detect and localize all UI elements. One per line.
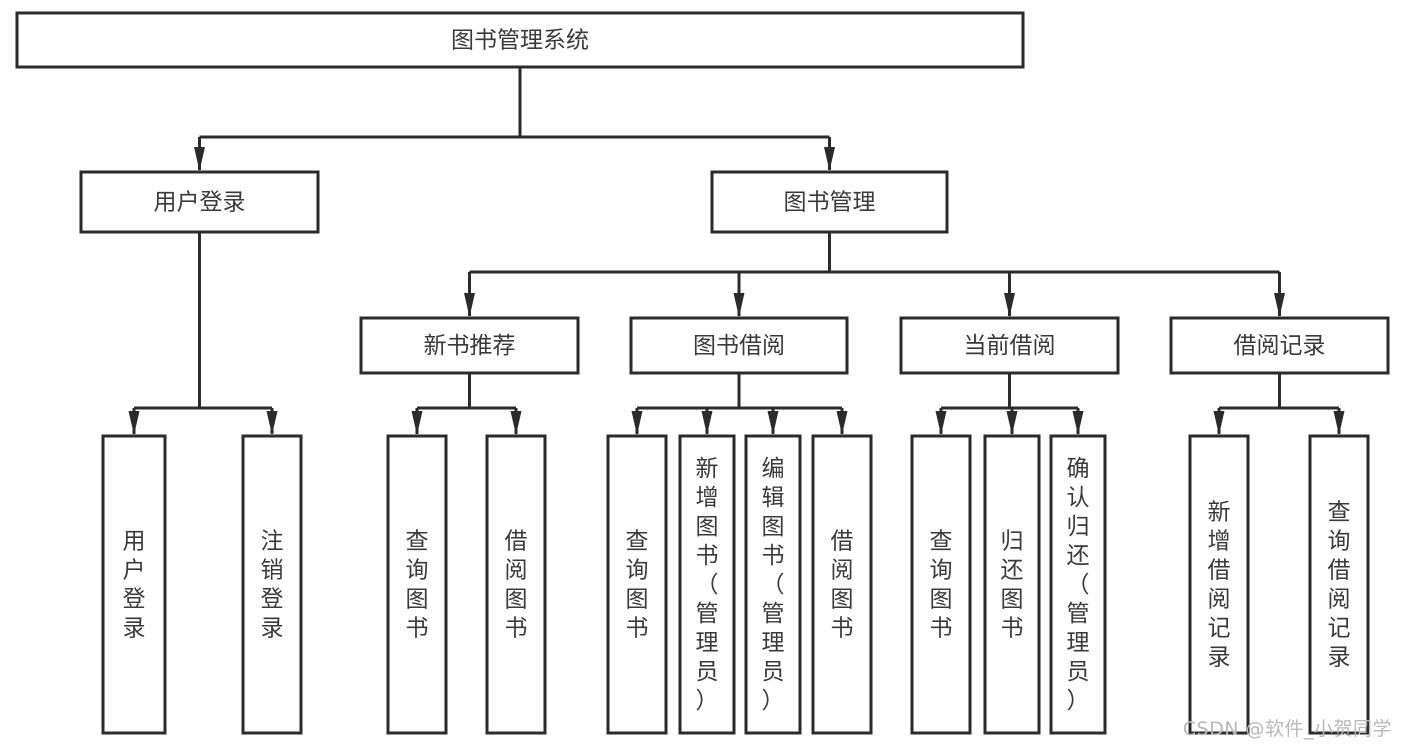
edge-group-borrow-record bbox=[1213, 373, 1345, 435]
node-label-leaf-add-book-admin: 新增图书（管理员） bbox=[696, 456, 719, 714]
node-box-book-manage[interactable] bbox=[710, 170, 949, 234]
node-label-leaf-query-book-2: 查询图书 bbox=[626, 529, 649, 642]
edge-arrowhead bbox=[194, 147, 205, 171]
edges-layer bbox=[128, 67, 1345, 435]
edge-arrowhead bbox=[1213, 411, 1225, 435]
node-leaf-borrow-book-2[interactable]: 借阅图书 bbox=[811, 434, 873, 735]
node-box-leaf-borrow-book-1[interactable] bbox=[485, 434, 547, 735]
edge-arrowhead bbox=[733, 293, 745, 317]
node-label-borrow-record: 借阅记录 bbox=[1234, 333, 1326, 359]
node-label-leaf-user-logout: 注销登录 bbox=[261, 529, 284, 642]
node-label-leaf-confirm-return-admin: 确认归还（管理员） bbox=[1067, 456, 1090, 714]
edge-group-book-manage bbox=[464, 232, 1285, 317]
edge-arrowhead bbox=[128, 411, 140, 435]
node-current-borrow[interactable]: 当前借阅 bbox=[899, 316, 1120, 375]
node-box-leaf-borrow-book-2[interactable] bbox=[811, 434, 873, 735]
node-box-leaf-user-login[interactable] bbox=[101, 434, 167, 735]
node-label-book-manage: 图书管理 bbox=[784, 190, 876, 216]
node-label-leaf-borrow-book-1: 借阅图书 bbox=[505, 529, 528, 642]
node-leaf-borrow-book-1[interactable]: 借阅图书 bbox=[485, 434, 547, 735]
node-box-borrow-record[interactable] bbox=[1169, 316, 1390, 375]
edge-arrowhead bbox=[266, 411, 278, 435]
edge-group-user-login bbox=[128, 232, 278, 435]
edge-group-book-borrow bbox=[631, 373, 848, 435]
node-box-leaf-add-borrow-record[interactable] bbox=[1188, 434, 1250, 735]
node-box-leaf-return-book[interactable] bbox=[983, 434, 1041, 735]
edge-arrowhead bbox=[631, 411, 643, 435]
edge-arrowhead bbox=[1274, 293, 1285, 317]
edge-group-root bbox=[194, 67, 835, 171]
node-leaf-add-borrow-record[interactable]: 新增借阅记录 bbox=[1188, 434, 1250, 735]
node-label-leaf-edit-book-admin: 编辑图书（管理员） bbox=[762, 456, 785, 714]
nodes-layer: 图书管理系统用户登录图书管理新书推荐图书借阅当前借阅借阅记录用户登录注销登录查询… bbox=[15, 11, 1390, 735]
edge-arrowhead bbox=[824, 147, 835, 171]
node-label-current-borrow: 当前借阅 bbox=[964, 333, 1056, 359]
edge-arrowhead bbox=[935, 411, 947, 435]
node-book-borrow[interactable]: 图书借阅 bbox=[629, 316, 849, 375]
node-label-leaf-borrow-book-2: 借阅图书 bbox=[831, 529, 854, 642]
node-box-root[interactable] bbox=[15, 11, 1025, 69]
node-borrow-record[interactable]: 借阅记录 bbox=[1169, 316, 1390, 375]
node-leaf-add-book-admin[interactable]: 新增图书（管理员） bbox=[678, 434, 736, 735]
node-box-leaf-query-borrow-record[interactable] bbox=[1308, 434, 1370, 735]
node-box-leaf-confirm-return-admin[interactable] bbox=[1049, 434, 1107, 735]
edge-arrowhead bbox=[1006, 411, 1018, 435]
node-leaf-return-book[interactable]: 归还图书 bbox=[983, 434, 1041, 735]
node-label-book-borrow: 图书借阅 bbox=[693, 333, 785, 359]
node-label-user-login: 用户登录 bbox=[154, 190, 246, 216]
node-label-root: 图书管理系统 bbox=[451, 28, 589, 54]
node-label-leaf-query-book-1: 查询图书 bbox=[406, 529, 429, 642]
edge-arrowhead bbox=[510, 411, 522, 435]
node-label-new-book-recommend: 新书推荐 bbox=[424, 333, 516, 359]
edge-arrowhead bbox=[1004, 293, 1015, 317]
node-leaf-query-borrow-record[interactable]: 查询借阅记录 bbox=[1308, 434, 1370, 735]
edge-arrowhead bbox=[767, 411, 779, 435]
node-box-book-borrow[interactable] bbox=[629, 316, 849, 375]
node-box-leaf-edit-book-admin[interactable] bbox=[744, 434, 802, 735]
node-label-leaf-query-book-3: 查询图书 bbox=[930, 529, 953, 642]
node-box-leaf-user-logout[interactable] bbox=[241, 434, 303, 735]
node-leaf-user-logout[interactable]: 注销登录 bbox=[241, 434, 303, 735]
edge-arrowhead bbox=[411, 411, 423, 435]
node-label-leaf-user-login: 用户登录 bbox=[123, 529, 146, 642]
node-leaf-query-book-2[interactable]: 查询图书 bbox=[606, 434, 668, 735]
node-new-book-recommend[interactable]: 新书推荐 bbox=[359, 316, 580, 375]
node-box-new-book-recommend[interactable] bbox=[359, 316, 580, 375]
node-label-leaf-return-book: 归还图书 bbox=[1001, 529, 1024, 642]
edge-arrowhead bbox=[701, 411, 713, 435]
node-box-leaf-query-book-1[interactable] bbox=[386, 434, 448, 735]
node-box-user-login[interactable] bbox=[79, 170, 320, 234]
edge-arrowhead bbox=[1333, 411, 1345, 435]
node-leaf-confirm-return-admin[interactable]: 确认归还（管理员） bbox=[1049, 434, 1107, 735]
node-label-leaf-add-borrow-record: 新增借阅记录 bbox=[1208, 500, 1231, 671]
node-box-leaf-query-book-2[interactable] bbox=[606, 434, 668, 735]
edge-group-new-book-recommend bbox=[411, 373, 522, 435]
node-root[interactable]: 图书管理系统 bbox=[15, 11, 1025, 69]
edge-group-current-borrow bbox=[935, 373, 1084, 435]
edge-arrowhead bbox=[464, 293, 475, 317]
edge-arrowhead bbox=[1072, 411, 1084, 435]
node-box-current-borrow[interactable] bbox=[899, 316, 1120, 375]
node-book-manage[interactable]: 图书管理 bbox=[710, 170, 949, 234]
node-leaf-user-login[interactable]: 用户登录 bbox=[101, 434, 167, 735]
node-box-leaf-add-book-admin[interactable] bbox=[678, 434, 736, 735]
edge-arrowhead bbox=[836, 411, 848, 435]
node-box-leaf-query-book-3[interactable] bbox=[910, 434, 972, 735]
node-label-leaf-query-borrow-record: 查询借阅记录 bbox=[1328, 500, 1351, 671]
node-user-login[interactable]: 用户登录 bbox=[79, 170, 320, 234]
node-leaf-query-book-3[interactable]: 查询图书 bbox=[910, 434, 972, 735]
node-leaf-query-book-1[interactable]: 查询图书 bbox=[386, 434, 448, 735]
node-leaf-edit-book-admin[interactable]: 编辑图书（管理员） bbox=[744, 434, 802, 735]
